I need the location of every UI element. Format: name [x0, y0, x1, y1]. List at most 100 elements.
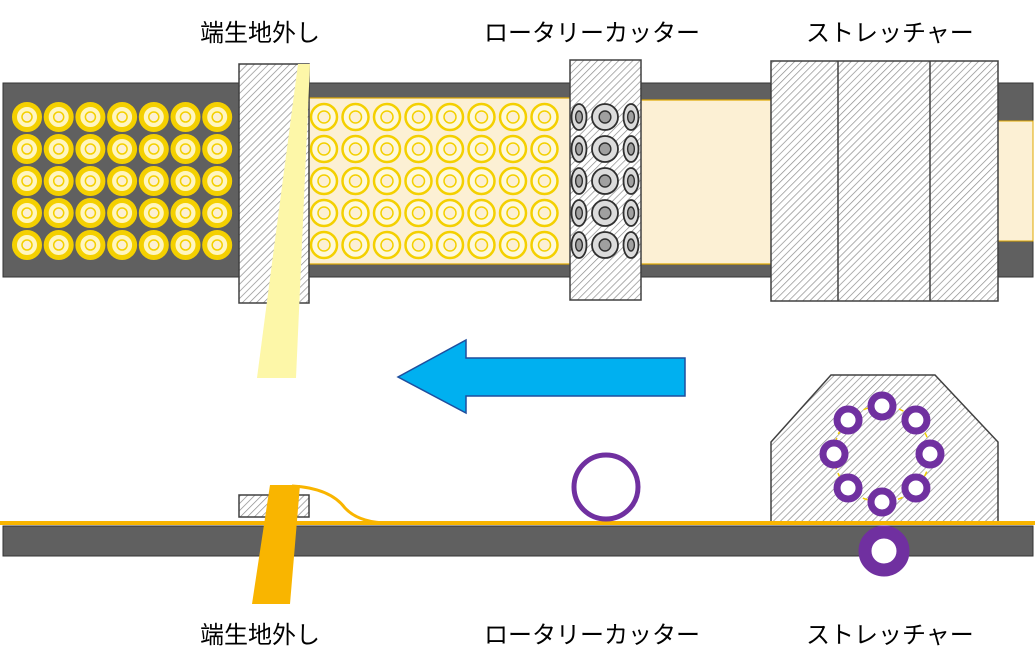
light-ring-core	[348, 142, 363, 156]
yellow-ring-core	[52, 143, 65, 155]
stretcher-ring-group	[819, 391, 945, 517]
light-ring-core	[317, 142, 331, 156]
gray-ring-core	[598, 142, 612, 156]
purple-ring	[819, 439, 849, 469]
light-ring-core	[443, 206, 457, 220]
yellow-ring-core	[179, 175, 192, 187]
light-ring-core	[506, 174, 520, 188]
light-ring-core	[443, 110, 457, 124]
yellow-ring-core	[21, 207, 33, 219]
stretcher-output-roll	[858, 525, 910, 577]
light-ring-core	[380, 206, 394, 220]
yellow-ring-core	[211, 111, 223, 123]
light-ring-core	[411, 206, 426, 220]
yellow-ring-core	[84, 207, 97, 219]
light-ring-core	[380, 110, 394, 124]
yellow-ring-core	[179, 143, 192, 155]
yellow-ring-core	[148, 111, 160, 123]
gray-ring-core	[626, 110, 636, 124]
light-ring-core	[474, 110, 489, 124]
top-right-sheet-end	[997, 120, 1034, 242]
yellow-ring-core	[116, 175, 128, 187]
yellow-ring-core	[84, 175, 97, 187]
yellow-ring-core	[116, 207, 128, 219]
light-ring-core	[506, 110, 520, 124]
left-ring-grid	[12, 102, 233, 260]
middle-ring-grid	[309, 102, 559, 260]
light-ring-core	[474, 142, 489, 156]
yellow-ring-core	[21, 175, 33, 187]
purple-ring	[833, 405, 863, 435]
yellow-ring-core	[179, 111, 192, 123]
purple-ring	[901, 405, 931, 435]
side-edge-strip-film	[252, 485, 300, 604]
light-ring-core	[537, 174, 552, 188]
purple-ring	[867, 391, 897, 421]
gray-ring-core	[626, 206, 636, 220]
label-top-rotary-cutter: ロータリーカッター	[484, 19, 700, 47]
gray-ring-core	[598, 110, 612, 124]
top-edge-strip-film	[257, 64, 310, 378]
yellow-ring-core	[179, 239, 192, 251]
light-ring-core	[348, 174, 363, 188]
yellow-ring-core	[116, 111, 128, 123]
gray-ring-core	[626, 142, 636, 156]
cutter-ring-grid	[570, 103, 640, 259]
label-bottom-rotary-cutter: ロータリーカッター	[484, 621, 700, 649]
yellow-ring-core	[148, 239, 160, 251]
light-ring-core	[443, 142, 457, 156]
light-ring-core	[537, 206, 552, 220]
gray-ring-core	[598, 206, 612, 220]
light-ring-core	[411, 110, 426, 124]
top-sheet-after-cutter	[637, 99, 774, 265]
yellow-ring-core	[211, 143, 223, 155]
light-ring-core	[411, 174, 426, 188]
light-ring-core	[348, 110, 363, 124]
light-ring-core	[411, 238, 426, 252]
rotary-cutter-wheel	[571, 452, 641, 522]
gray-ring-core	[598, 174, 612, 188]
yellow-ring-core	[116, 239, 128, 251]
yellow-ring-core	[116, 143, 128, 155]
yellow-ring-core	[52, 239, 65, 251]
light-ring-core	[443, 174, 457, 188]
label-top-stretcher: ストレッチャー	[806, 19, 974, 47]
light-ring-core	[411, 142, 426, 156]
yellow-ring-core	[179, 207, 192, 219]
flow-direction-arrow	[396, 338, 686, 415]
light-ring-core	[317, 174, 331, 188]
light-ring-core	[506, 206, 520, 220]
purple-ring	[867, 487, 897, 517]
light-ring-core	[506, 142, 520, 156]
gray-ring-core	[574, 142, 584, 156]
yellow-ring-core	[148, 143, 160, 155]
label-top-edge-strip: 端生地外し	[200, 19, 320, 47]
yellow-ring-core	[52, 111, 65, 123]
top-view	[2, 59, 1034, 378]
light-ring-core	[474, 206, 489, 220]
purple-ring	[833, 473, 863, 503]
light-ring-core	[443, 238, 457, 252]
light-ring-core	[380, 238, 394, 252]
light-ring-core	[348, 238, 363, 252]
yellow-ring-core	[148, 207, 160, 219]
light-ring-core	[537, 142, 552, 156]
yellow-ring-core	[148, 175, 160, 187]
gray-ring-core	[574, 238, 584, 252]
light-ring-core	[474, 238, 489, 252]
yellow-ring-core	[52, 207, 65, 219]
light-ring-core	[380, 174, 394, 188]
gray-ring-core	[574, 174, 584, 188]
top-stretcher-device	[770, 60, 999, 302]
yellow-ring-core	[84, 239, 97, 251]
label-bottom-edge-strip: 端生地外し	[200, 621, 320, 649]
gray-ring-core	[626, 238, 636, 252]
yellow-ring-core	[211, 239, 223, 251]
gray-ring-core	[598, 238, 612, 252]
light-ring-core	[537, 110, 552, 124]
yellow-ring-core	[21, 239, 33, 251]
yellow-ring-core	[211, 207, 223, 219]
label-bottom-stretcher: ストレッチャー	[806, 621, 974, 649]
side-view	[0, 374, 1035, 604]
